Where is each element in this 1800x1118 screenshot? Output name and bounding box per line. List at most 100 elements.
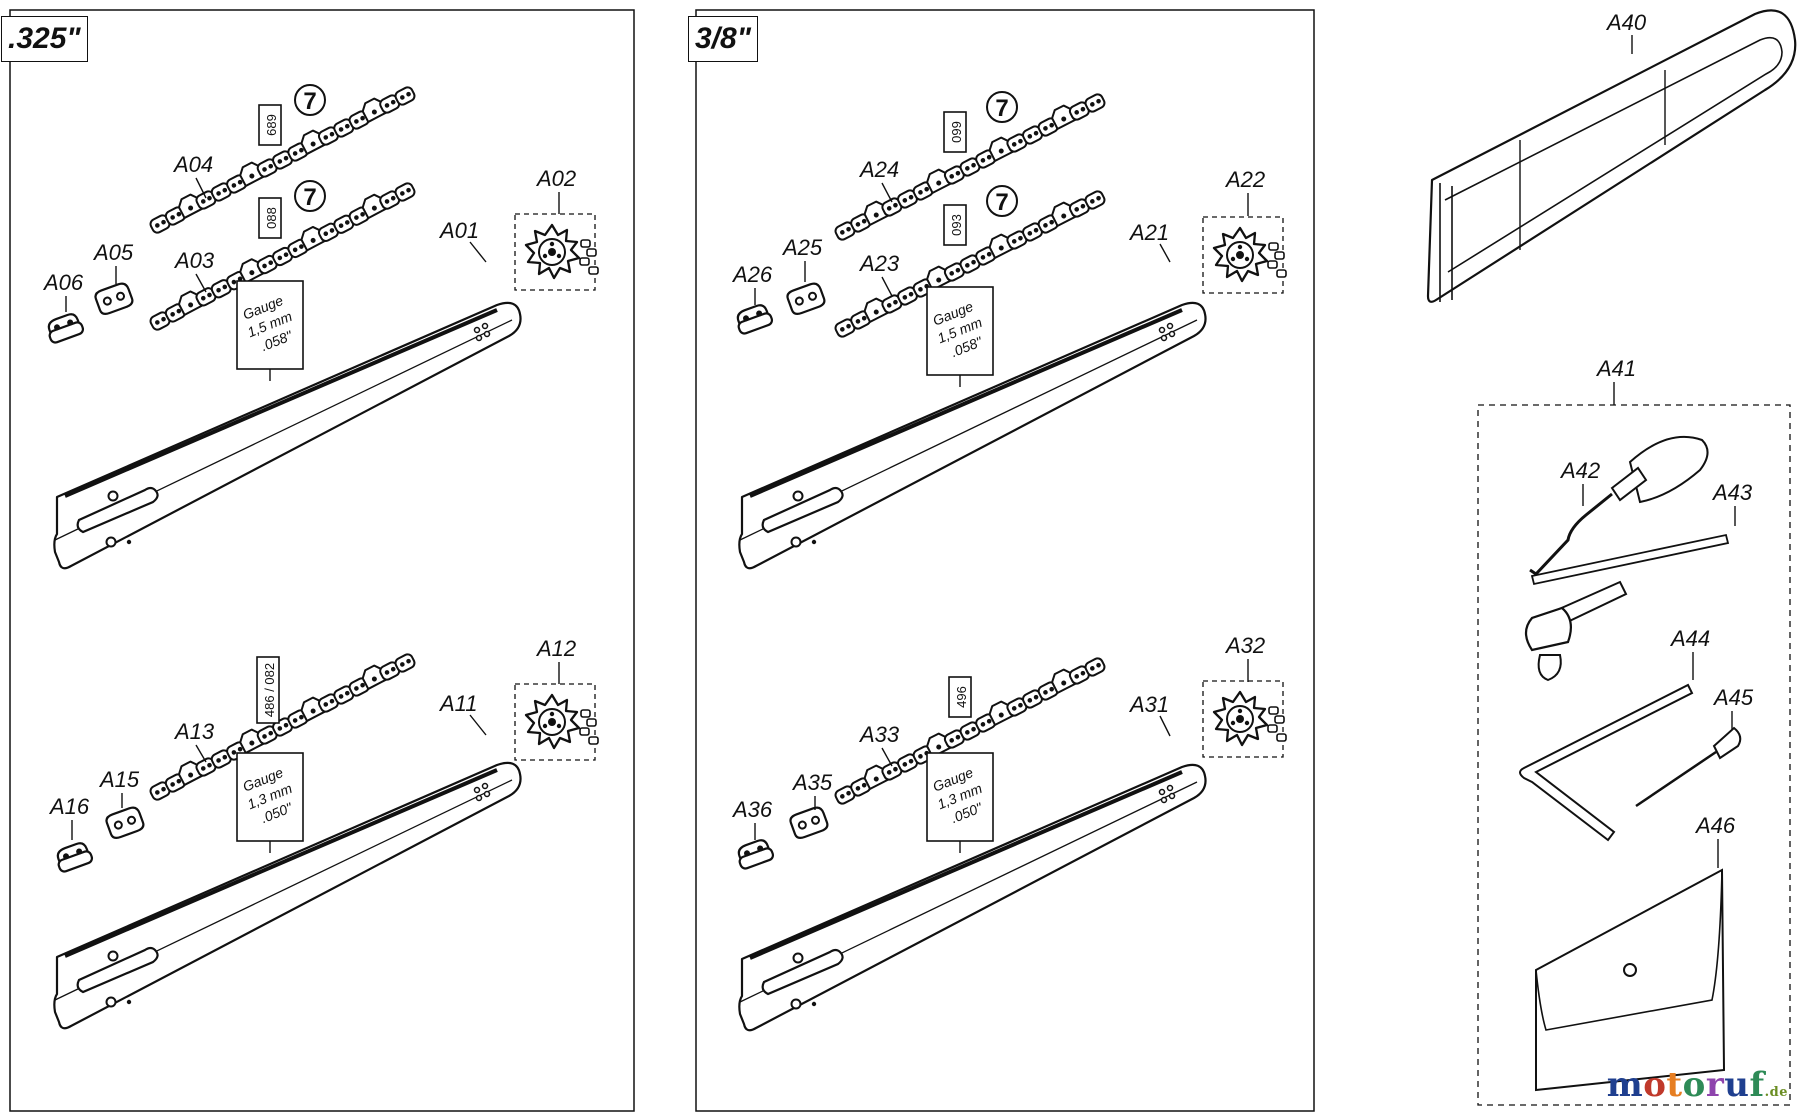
badge-glyph: 7 <box>303 184 316 211</box>
sprocket-a12 <box>513 682 600 762</box>
gauge-frame <box>236 280 304 370</box>
chain-tag-a24: 099 <box>943 111 967 153</box>
callout-a15: A15 <box>98 767 140 792</box>
callout-a01: A01 <box>438 218 479 243</box>
leader-line <box>469 241 487 263</box>
sprocket-a32 <box>1201 679 1288 759</box>
gauge-frame <box>926 286 994 376</box>
callout-a43: A43 <box>1711 480 1753 505</box>
side-link-a35 <box>787 804 831 841</box>
callout-a16: A16 <box>48 794 90 819</box>
leader-line <box>195 744 207 763</box>
leader-line <box>881 182 893 203</box>
bar-cover-end <box>1439 183 1453 302</box>
flat-gauge-a43 <box>1530 533 1730 586</box>
rivet-link-a36 <box>733 836 776 871</box>
leader-line <box>469 714 487 736</box>
side-link-a15 <box>103 804 147 841</box>
callout-a41: A41 <box>1595 356 1636 381</box>
chain-tag-box <box>258 104 282 146</box>
callout-a42: A42 <box>1559 458 1600 483</box>
callout-a40: A40 <box>1605 10 1647 35</box>
watermark-letter: f <box>1749 1065 1765 1105</box>
gauge-frame <box>236 752 304 842</box>
chain-tag-a23: 093 <box>943 204 967 246</box>
callout-a36: A36 <box>731 797 773 822</box>
badge-glyph: 7 <box>995 189 1008 216</box>
chain-tag-text: 689 <box>264 114 279 136</box>
tool-pouch-a46 <box>1535 868 1726 1092</box>
watermark-letter: u <box>1724 1065 1750 1105</box>
bar-cover-inner <box>1444 36 1783 273</box>
watermark-letter: o <box>1682 1065 1706 1105</box>
callout-a35: A35 <box>791 770 833 795</box>
callout-a46: A46 <box>1694 813 1736 838</box>
bar-cover-a40 <box>1426 9 1797 303</box>
watermark-main: motoruf <box>1607 1065 1765 1105</box>
callout-a06: A06 <box>42 270 84 295</box>
watermark-letter: r <box>1705 1065 1725 1105</box>
callout-a24: A24 <box>858 157 899 182</box>
watermark-letter: t <box>1666 1065 1683 1105</box>
badge-7-icon: 7 <box>294 180 326 212</box>
callout-a05: A05 <box>92 240 134 265</box>
badge-7-icon: 7 <box>294 84 326 116</box>
chain-tag-a13: 486 / 082 <box>256 656 280 724</box>
hex-key-a44 <box>1519 683 1694 842</box>
rivet-link-a06 <box>43 310 86 345</box>
callout-a21: A21 <box>1128 220 1169 245</box>
callout-a03: A03 <box>173 248 215 273</box>
socket-wrench <box>1524 580 1628 682</box>
panel-38-frame <box>695 9 1315 1112</box>
badge-7-icon: 7 <box>986 185 1018 217</box>
bar-cover-outer <box>1426 9 1797 303</box>
watermark-motoruf: motoruf.de <box>1607 1065 1788 1105</box>
chain-tag-box <box>943 111 967 153</box>
chain-tag-a03: 088 <box>258 197 282 239</box>
callout-a45: A45 <box>1712 685 1754 710</box>
callout-a32: A32 <box>1224 633 1265 658</box>
sprocket-a22 <box>1201 215 1288 295</box>
badge-7-icon: 7 <box>986 91 1018 123</box>
file-rod <box>1529 492 1613 576</box>
wrench-socket-end <box>1537 654 1562 682</box>
pouch-snap <box>1623 963 1637 977</box>
callout-a11: A11 <box>438 691 478 716</box>
leader-line <box>195 273 207 293</box>
round-file-a42 <box>1529 435 1709 576</box>
badge-circle <box>294 180 326 212</box>
wrench-socket <box>1524 606 1573 652</box>
side-link-a05 <box>92 280 136 317</box>
panel-label-325: .325" <box>1 16 88 62</box>
chain-tag-text: 486 / 082 <box>262 663 277 717</box>
watermark-letter: m <box>1606 1065 1644 1105</box>
chain-tag-box <box>943 204 967 246</box>
chain-tag-a33: 496 <box>948 676 972 718</box>
file-ferrule <box>1610 466 1648 502</box>
chain-tag-box <box>258 197 282 239</box>
callout-a22: A22 <box>1224 167 1265 192</box>
file-handle <box>1628 435 1709 504</box>
callout-a02: A02 <box>535 166 576 191</box>
gauge-frame <box>926 752 994 842</box>
toolkit-a41-frame <box>1477 404 1791 1106</box>
chain-tag-text: 496 <box>954 686 969 708</box>
callout-a13: A13 <box>173 719 215 744</box>
side-link-a25 <box>784 280 828 317</box>
rivet-link-a16 <box>52 839 95 874</box>
pouch-body <box>1535 868 1726 1092</box>
callout-a25: A25 <box>781 235 823 260</box>
leader-line <box>881 747 893 767</box>
badge-circle <box>986 185 1018 217</box>
leader-line <box>1159 243 1171 263</box>
badge-circle <box>986 91 1018 123</box>
callout-a23: A23 <box>858 251 900 276</box>
chain-tag-text: 099 <box>949 121 964 143</box>
badge-circle <box>294 84 326 116</box>
leader-line <box>1159 715 1171 737</box>
